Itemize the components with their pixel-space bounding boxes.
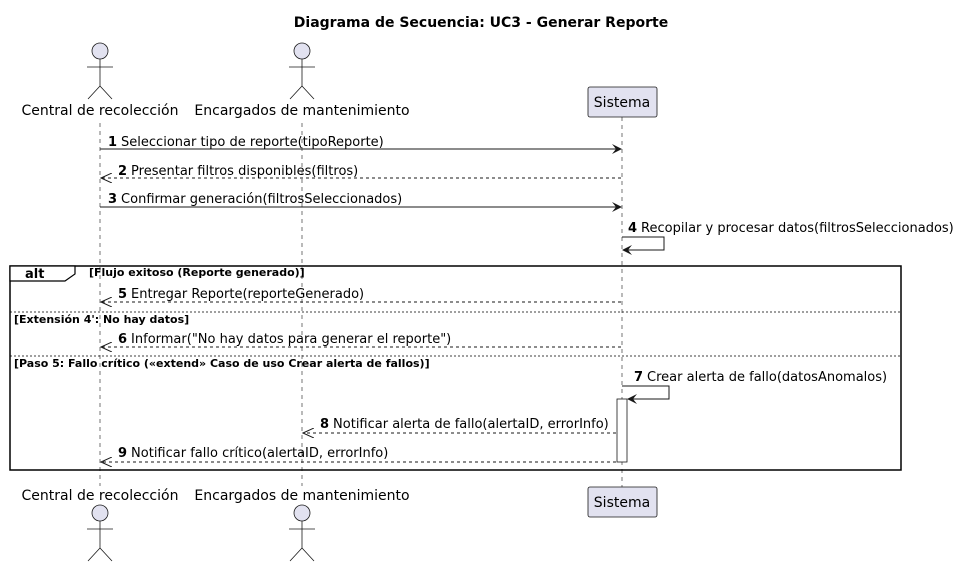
message-8: 8 Notificar alerta de fallo(alertaID, err… (303, 417, 616, 433)
message-5: 5 Entregar Reporte(reporteGenerado) (101, 287, 621, 302)
participant-sistema-top: Sistema (587, 86, 658, 118)
message-number: 4 (628, 221, 637, 236)
message-number: 6 (118, 332, 127, 347)
actor-mantenimiento-bottom: Encargados de mantenimiento (194, 488, 410, 562)
participant-label: Sistema (594, 95, 650, 111)
message-number: 5 (118, 287, 127, 302)
fragment-type: alt (25, 267, 44, 282)
actor-label: Central de recolección (22, 103, 179, 119)
alt-fragment: alt [Flujo exitoso (Reporte generado)] [… (9, 265, 902, 471)
message-text: Notificar alerta de fallo(alertaID, erro… (333, 417, 609, 432)
fragment-guard-2: [Extensión 4': No hay datos] (14, 313, 189, 326)
actor-central-bottom: Central de recolección (22, 488, 179, 562)
participant-label: Sistema (594, 495, 650, 511)
message-text: Presentar filtros disponibles(filtros) (131, 164, 358, 179)
message-number: 2 (118, 164, 127, 179)
actor-central-top: Central de recolección (22, 42, 179, 119)
actor-label: Central de recolección (22, 488, 179, 504)
message-text: Confirmar generación(filtrosSeleccionado… (121, 192, 402, 207)
message-1: 1 Seleccionar tipo de reporte(tipoReporte… (100, 135, 622, 154)
message-number: 1 (108, 135, 117, 150)
actor-icon (87, 42, 113, 100)
actor-mantenimiento-top: Encargados de mantenimiento (194, 42, 410, 119)
message-text: Seleccionar tipo de reporte(tipoReporte) (121, 135, 384, 150)
message-number: 7 (634, 370, 643, 385)
message-4: 4 Recopilar y procesar datos(filtrosSelec… (622, 221, 954, 255)
message-text: Notificar fallo crítico(alertaID, errorI… (131, 446, 388, 461)
actor-label: Encargados de mantenimiento (194, 103, 409, 119)
actor-label: Encargados de mantenimiento (194, 488, 409, 504)
actor-icon (87, 504, 113, 562)
message-9: 9 Notificar fallo crítico(alertaID, error… (101, 446, 616, 462)
message-text: Crear alerta de fallo(datosAnomalos) (647, 370, 887, 385)
actor-icon (289, 504, 315, 562)
message-6: 6 Informar("No hay datos para generar el … (101, 332, 621, 347)
message-text: Recopilar y procesar datos(filtrosSelecc… (641, 221, 954, 236)
message-text: Entregar Reporte(reporteGenerado) (131, 287, 364, 302)
participant-sistema-bottom: Sistema (587, 486, 658, 518)
fragment-guard-3: [Paso 5: Fallo crítico («extend» Caso de… (14, 357, 430, 370)
message-number: 3 (108, 192, 117, 207)
diagram-title: Diagrama de Secuencia: UC3 - Generar Rep… (294, 15, 668, 31)
activation-bar (616, 398, 628, 463)
message-2: 2 Presentar filtros disponibles(filtros) (101, 164, 621, 179)
message-number: 8 (320, 417, 329, 432)
actor-icon (289, 42, 315, 100)
message-3: 3 Confirmar generación(filtrosSeleccionad… (100, 192, 622, 212)
fragment-guard-1: [Flujo exitoso (Reporte generado)] (89, 266, 305, 279)
message-text: Informar("No hay datos para generar el r… (131, 332, 451, 347)
message-number: 9 (118, 446, 127, 461)
message-7: 7 Crear alerta de fallo(datosAnomalos) (622, 370, 887, 404)
